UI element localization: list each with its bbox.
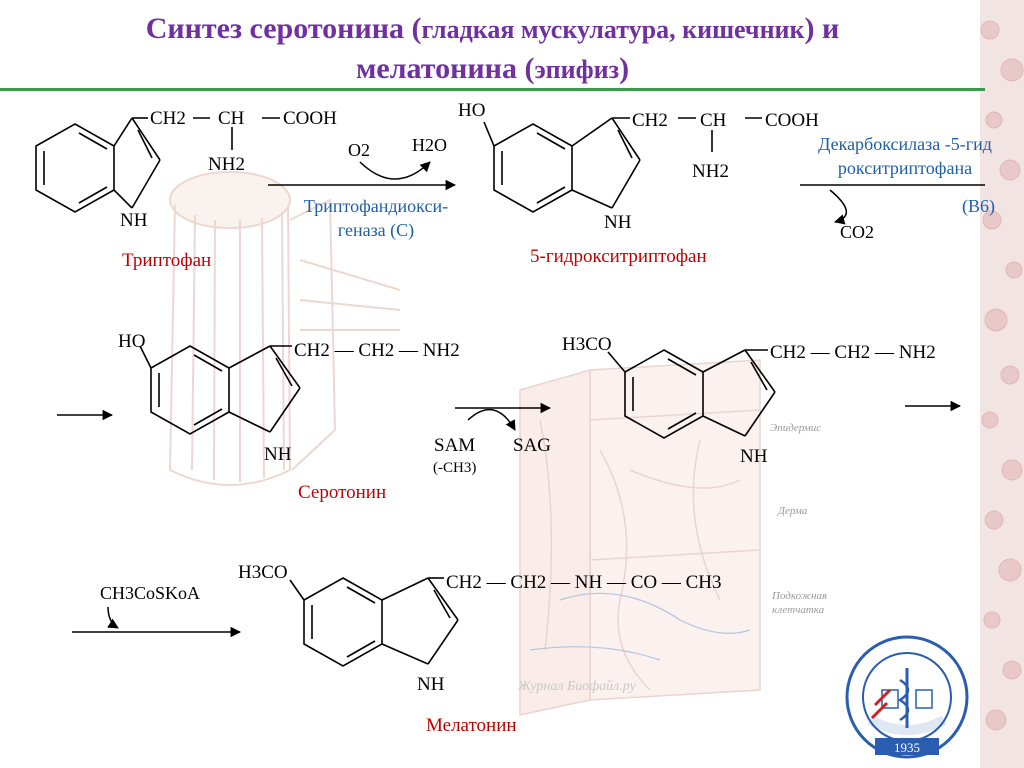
caption-epidermis: Эпидермис: [770, 422, 821, 434]
serotonin-ho-label: HO: [118, 331, 145, 352]
step3-ch3: (-CH3): [433, 460, 476, 476]
compound-name-tryptophan: Триптофан: [122, 250, 211, 271]
caption-dermis: Дерма: [777, 505, 808, 517]
step3-sag: SAG: [513, 435, 551, 456]
step1-o2: O2: [348, 140, 370, 160]
caption-subcutis-1: Подкожная: [771, 590, 827, 602]
title-part1-end: ) и: [804, 12, 840, 45]
background-captions: Эпидермис Дерма Подкожная клетчатка Журн…: [517, 422, 827, 694]
caption-subcutis-2: клетчатка: [772, 604, 825, 616]
serotonin-structure: [139, 345, 301, 435]
tryptophan-labels: CH2 CH COOH NH2 NH: [120, 108, 337, 231]
serotonin-chain-label: CH2 — CH2 — NH2: [294, 340, 460, 361]
tryptophan-ch2-label: CH2: [150, 108, 186, 129]
hydroxytryptophan-nh2-label: NH2: [692, 161, 729, 182]
tryptophan-cooh-label: COOH: [283, 108, 337, 129]
watermark-text: Журнал Биофайл.ру: [517, 679, 637, 694]
hydroxytryptophan-ho-label: HO: [458, 100, 485, 121]
tryptophan-nh2-label: NH2: [208, 154, 245, 175]
step2-co2: CO2: [840, 222, 874, 242]
tryptophan-nh-label: NH: [120, 210, 148, 231]
university-emblem: 1935: [845, 635, 969, 759]
tryptophan-ch-label: CH: [218, 108, 245, 129]
melatonin-h3co-label: H3CO: [238, 562, 288, 583]
step1-enzyme-line1: Триптофандиокси-: [304, 196, 448, 216]
title-divider: [0, 88, 985, 91]
page-title-line-1: Синтез серотонина (гладкая мускулатура, …: [0, 12, 985, 47]
step3-sam: SAM: [434, 435, 475, 456]
hydroxytryptophan-nh-label: NH: [604, 212, 632, 233]
methoxytryptamine-structure: [607, 349, 776, 439]
background-illustration: [168, 171, 761, 716]
step4-reagent: CH3CoSKoA: [100, 583, 200, 603]
step1-enzyme-line2: геназа (С): [338, 220, 414, 241]
methoxytryptamine-h3co-label: H3CO: [562, 334, 612, 355]
title-part1-small: гладкая мускулатура, кишечник: [421, 15, 805, 44]
hydroxytryptophan-structure: [483, 117, 762, 213]
serotonin-nh-label: NH: [264, 444, 292, 465]
decorative-side-pattern: [980, 0, 1024, 768]
compound-name-serotonin: Серотонин: [298, 482, 386, 503]
title-part2-end: ): [619, 52, 630, 85]
title-part1: Синтез серотонина (: [145, 12, 422, 45]
reaction-arrow-step2: [800, 184, 985, 225]
methoxytryptamine-nh-label: NH: [740, 446, 768, 467]
title-part2-small: эпифиз: [534, 55, 620, 84]
hydroxytryptophan-labels: HO CH2 CH COOH NH2 NH: [458, 100, 819, 233]
hydroxytryptophan-ch2-label: CH2: [632, 110, 668, 131]
reaction-arrow-step4: [72, 606, 242, 638]
methoxytryptamine-chain-label: CH2 — CH2 — NH2: [770, 342, 936, 363]
hydroxytryptophan-ch-label: CH: [700, 110, 727, 131]
melatonin-nh-label: NH: [417, 674, 445, 695]
compound-name-hydroxytryptophan: 5-гидрокситриптофан: [530, 246, 707, 267]
step2-enzyme-line2: рокситриптофана: [838, 158, 972, 178]
compound-name-melatonin: Мелатонин: [426, 715, 517, 736]
emblem-year: 1935: [894, 740, 920, 755]
reaction-arrow-step1: [268, 161, 457, 191]
step2-enzyme-line1: Декарбоксилаза -5-гид: [818, 134, 992, 154]
tryptophan-structure: [35, 117, 280, 213]
page-title-line-2: мелатонина (эпифиз): [0, 52, 985, 87]
title-part2: мелатонина (: [355, 52, 535, 85]
reaction-arrow-step3: [455, 402, 552, 431]
melatonin-structure: [289, 577, 459, 667]
melatonin-chain-label: CH2 — CH2 — NH — CO — CH3: [446, 572, 722, 593]
step1-h2o: H2O: [412, 135, 447, 155]
step2-cofactor: (B6): [962, 196, 995, 217]
hydroxytryptophan-cooh-label: COOH: [765, 110, 819, 131]
